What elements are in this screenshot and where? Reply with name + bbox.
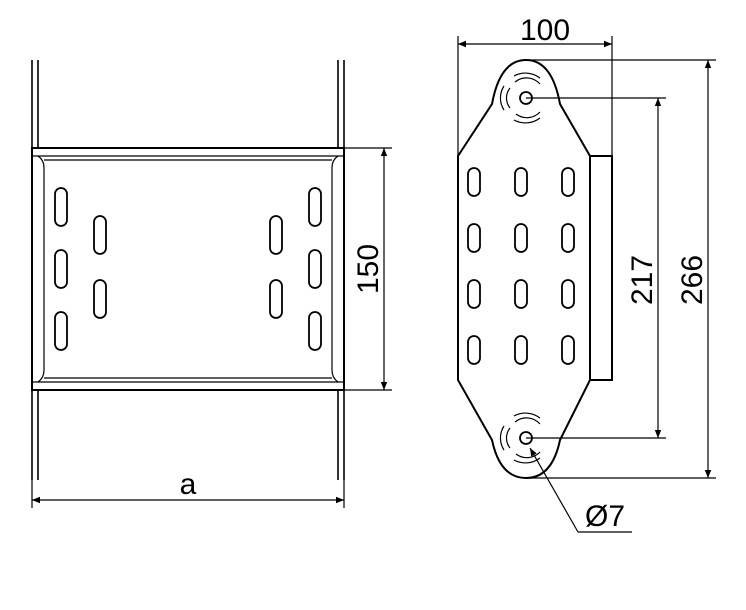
slot bbox=[93, 279, 107, 319]
slot bbox=[561, 223, 575, 253]
slot bbox=[54, 187, 68, 227]
slot bbox=[467, 167, 481, 197]
slot bbox=[308, 249, 322, 289]
plate-outline bbox=[457, 58, 591, 480]
slot bbox=[269, 215, 283, 255]
slot bbox=[561, 279, 575, 309]
bottom-mounting-hole bbox=[499, 412, 541, 464]
dimension-150: 150 bbox=[344, 147, 392, 391]
dimension-266-label: 266 bbox=[676, 255, 709, 305]
slot bbox=[514, 167, 528, 197]
hole-diameter-callout: Ø7 bbox=[529, 447, 632, 533]
slot bbox=[561, 335, 575, 365]
slot bbox=[308, 187, 322, 227]
dimension-a: a bbox=[31, 468, 345, 508]
slot bbox=[467, 223, 481, 253]
plate-right-bend bbox=[331, 155, 339, 383]
slot bbox=[54, 249, 68, 289]
top-mounting-hole bbox=[499, 72, 541, 124]
side-view bbox=[457, 58, 613, 480]
dimension-150-label: 150 bbox=[352, 244, 385, 294]
plate-left-bend bbox=[37, 155, 45, 383]
slot bbox=[467, 279, 481, 309]
slot bbox=[54, 311, 68, 351]
slot bbox=[514, 223, 528, 253]
plate-flange bbox=[589, 155, 613, 381]
dimension-100: 100 bbox=[457, 14, 613, 156]
dimension-100-label: 100 bbox=[520, 14, 570, 47]
connector-plate bbox=[31, 147, 345, 391]
hole-diameter-label: Ø7 bbox=[585, 500, 625, 533]
slot bbox=[514, 279, 528, 309]
slot bbox=[93, 215, 107, 255]
front-view bbox=[31, 60, 345, 480]
dimension-266: 266 bbox=[526, 59, 716, 479]
dimension-a-label: a bbox=[180, 468, 197, 501]
slot bbox=[269, 279, 283, 319]
slot bbox=[308, 311, 322, 351]
dimension-217-label: 217 bbox=[626, 255, 659, 305]
slot bbox=[514, 335, 528, 365]
slot bbox=[467, 335, 481, 365]
dimension-217: 217 bbox=[526, 97, 666, 439]
slot bbox=[561, 167, 575, 197]
